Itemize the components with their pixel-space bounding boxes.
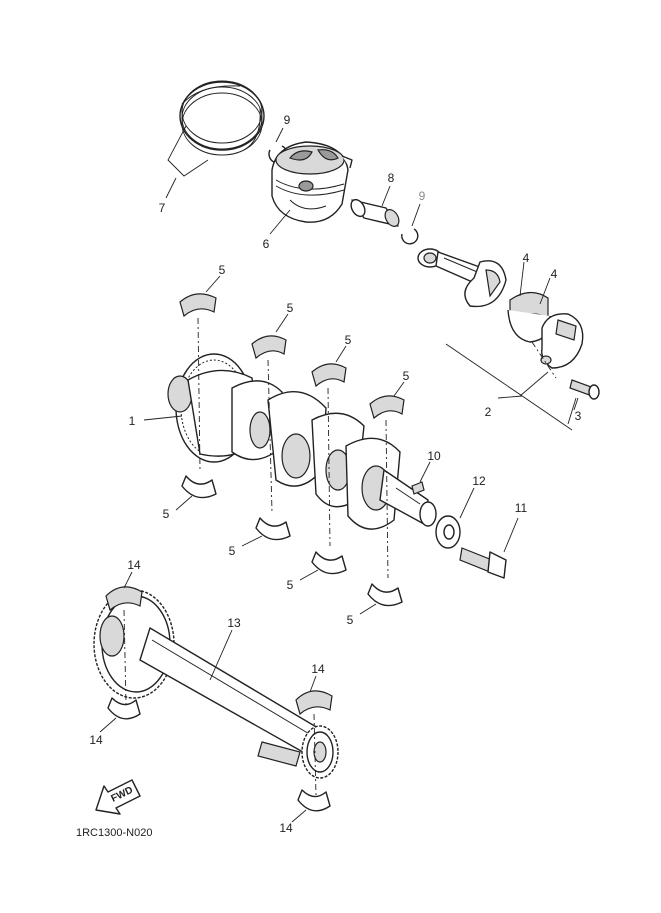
callout-7: 7 [159,201,166,215]
rod-bolt [569,379,600,411]
callout-5-b: 5 [287,301,294,315]
piston-ring-set [165,80,265,199]
callout-5-h: 5 [347,613,354,627]
balancer-bearing-upper-2 [295,675,333,716]
connecting-rod [417,248,507,308]
callout-8: 8 [388,171,395,185]
callout-10: 10 [427,449,441,463]
callout-14-a: 14 [127,558,141,572]
crankshaft [167,353,437,530]
callout-9-left: 9 [284,113,291,127]
balancer-bearing-lower-2 [291,789,331,823]
callout-14-c: 14 [311,662,325,676]
washer [435,487,475,549]
callout-5-a: 5 [219,263,226,277]
centerline-2 [267,359,273,513]
callout-14-d: 14 [279,821,293,835]
callout-5-e: 5 [163,507,170,521]
balancer-bearing-lower-1 [99,697,141,733]
crank-bearing-lower-3 [299,551,347,581]
crank-bearing-upper-3 [311,345,347,388]
callout-12: 12 [472,474,486,488]
connecting-rod-cap [540,313,584,369]
crank-bearing-lower-4 [359,583,403,615]
centerline-4 [385,419,389,579]
reference-code: 1RC1300-N020 [76,827,152,839]
piston-pin-clip-right [401,203,421,245]
fwd-arrow-icon: FWD [95,779,141,815]
callout-5-d: 5 [403,369,410,383]
callout-5-f: 5 [229,544,236,558]
woodruff-key [411,461,431,495]
callout-13: 13 [227,616,241,630]
centerline-5 [123,609,127,705]
callout-11: 11 [515,501,528,515]
callout-5-c: 5 [345,333,352,347]
piston-pin [350,185,400,227]
callout-6: 6 [263,237,270,251]
callout-4-right: 4 [551,267,558,281]
leader-1 [143,415,183,421]
callout-14-b: 14 [89,733,103,747]
centerline-1 [197,317,201,471]
balancer-shaft [93,589,339,779]
centerline-3 [327,387,331,547]
crank-bearing-upper-2 [251,313,289,360]
leader-2-right [519,371,549,397]
bolt [459,517,519,579]
crank-bearing-upper-4 [369,381,405,420]
leader-2-3-left [445,343,573,431]
callout-3: 3 [575,409,582,423]
callout-9-right: 9 [419,189,426,203]
piston [269,141,353,235]
leader-2-tick [497,395,523,399]
callout-5-g: 5 [287,578,294,592]
callout-2: 2 [485,405,492,419]
balancer-bearing-upper-1 [105,571,143,612]
crank-bearing-lower-1 [175,475,217,511]
crank-bearing-upper-1 [179,275,221,318]
leader-3 [567,397,577,425]
crank-bearing-lower-2 [241,517,291,547]
callout-1: 1 [129,414,136,428]
callout-4-left: 4 [523,251,530,265]
